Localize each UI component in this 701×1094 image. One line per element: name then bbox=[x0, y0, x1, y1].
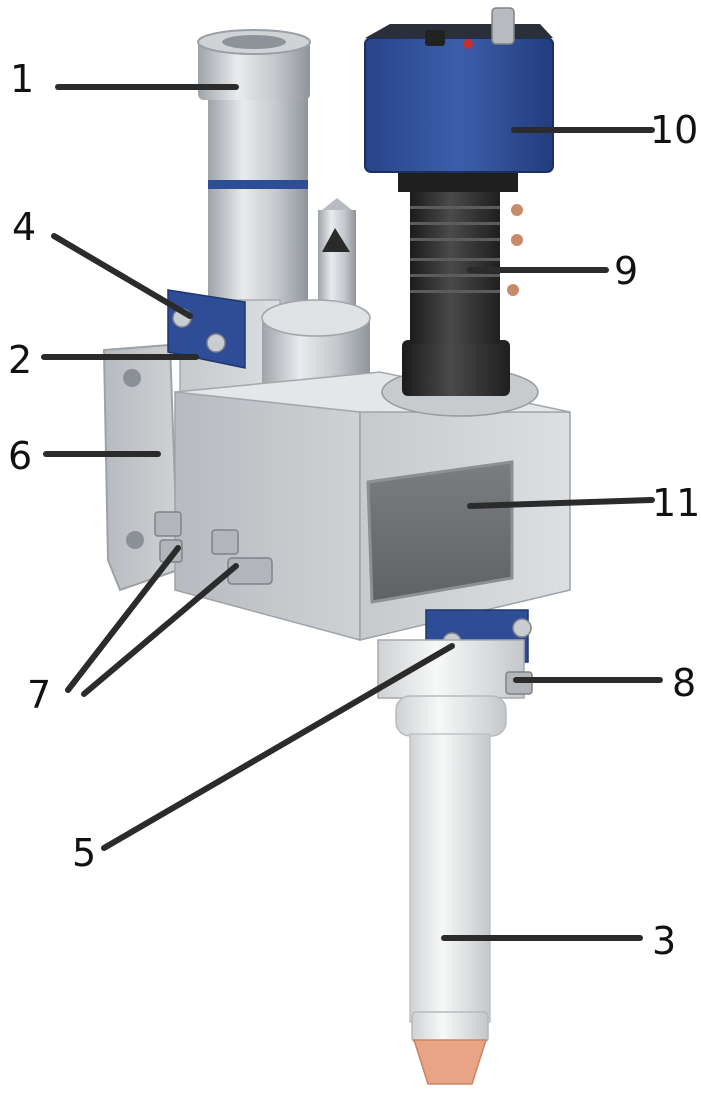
leader-line-7a bbox=[65, 545, 181, 693]
nozzle-copper-tip bbox=[412, 1039, 488, 1085]
callout-label-6: 6 bbox=[8, 434, 32, 478]
collimator-blue-ring bbox=[208, 180, 308, 189]
callout-label-2: 2 bbox=[8, 338, 32, 382]
inspection-window bbox=[366, 460, 514, 604]
camera-lens bbox=[402, 188, 523, 396]
callout-label-7: 7 bbox=[27, 673, 51, 717]
leader-line-7b bbox=[81, 563, 239, 697]
callout-label-1: 1 bbox=[10, 57, 34, 101]
leader-line-11 bbox=[467, 497, 655, 509]
leader-line-4 bbox=[51, 233, 193, 319]
callout-label-8: 8 bbox=[672, 661, 696, 705]
callout-label-3: 3 bbox=[652, 919, 676, 963]
water-fittings bbox=[154, 511, 273, 585]
lower-fitting bbox=[377, 639, 533, 699]
callout-label-5: 5 bbox=[72, 831, 96, 875]
callout-label-4: 4 bbox=[12, 205, 36, 249]
collimator-tube bbox=[197, 29, 311, 320]
callout-labels: 1 2 3 4 5 6 7 8 9 10 11 bbox=[8, 57, 700, 963]
leader-lines bbox=[41, 84, 663, 941]
callout-label-11: 11 bbox=[652, 481, 700, 525]
callout-label-9: 9 bbox=[614, 249, 638, 293]
callout-label-10: 10 bbox=[650, 108, 698, 152]
side-rod bbox=[318, 198, 356, 305]
nozzle-body bbox=[395, 695, 507, 1085]
leader-line-5 bbox=[101, 643, 455, 851]
camera-body bbox=[364, 7, 554, 192]
